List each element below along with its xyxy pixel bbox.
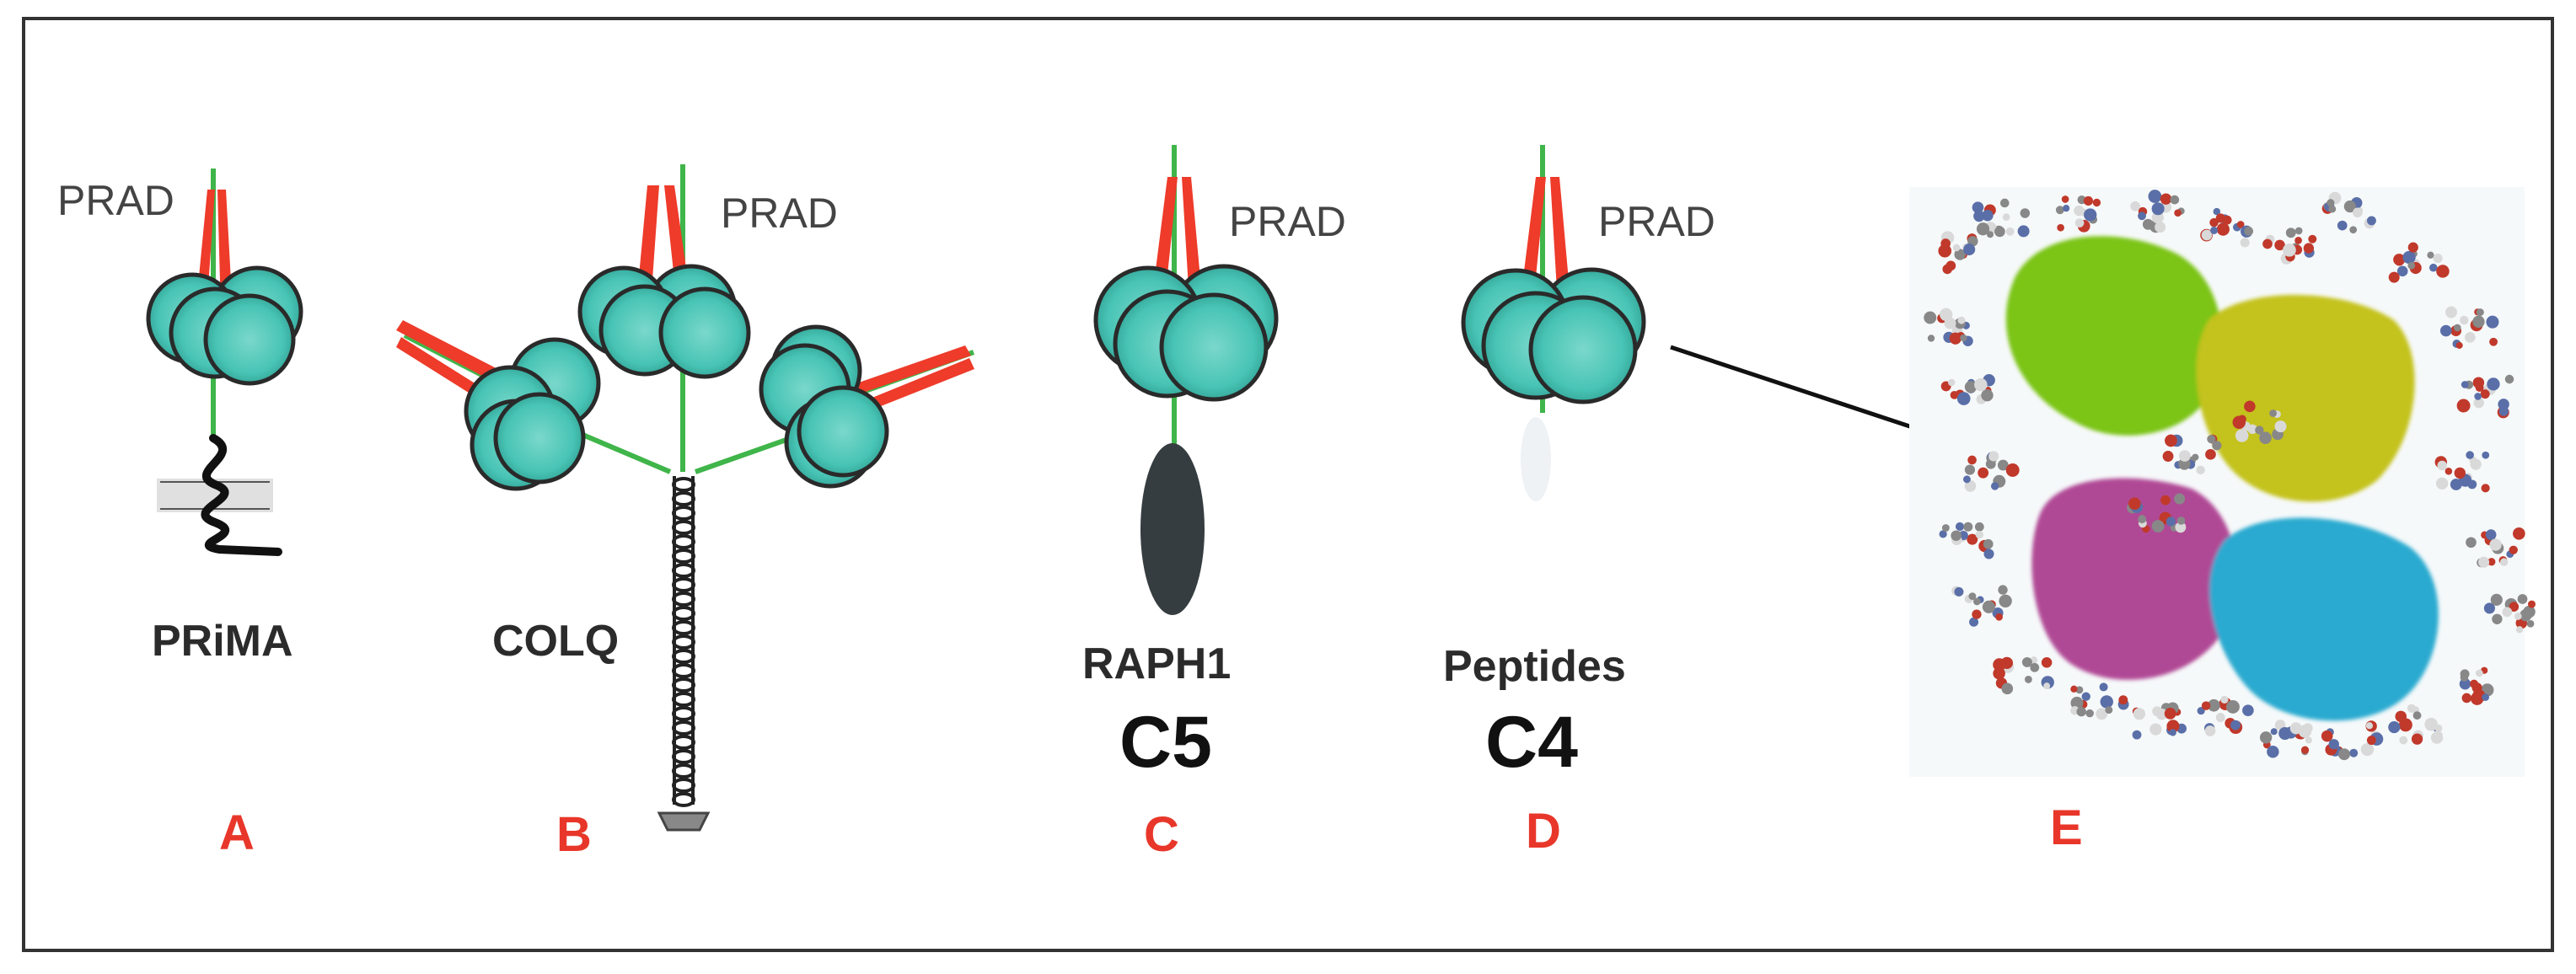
- colq-collagen-tail: [657, 476, 711, 832]
- c5-label: C5: [1119, 702, 1212, 783]
- panel-letter-c: C: [1144, 807, 1179, 862]
- colq-label: COLQ: [492, 617, 620, 666]
- prad-label-c: PRAD: [1229, 198, 1346, 245]
- panel-b-colq-complex: [396, 164, 975, 832]
- panel-letter-b: B: [556, 807, 592, 862]
- peptide-ghost: [1521, 417, 1551, 501]
- prad-label-b: PRAD: [721, 190, 838, 237]
- peptides-label: Peptides: [1443, 642, 1626, 691]
- prad-label-d: PRAD: [1598, 198, 1715, 245]
- panel-letter-a: A: [219, 805, 255, 860]
- figure-frame: [22, 17, 2554, 952]
- panel-letter-d: D: [1526, 804, 1561, 859]
- glycan-chains: [1924, 190, 2536, 761]
- panel-d-tetramer: [1461, 145, 1646, 501]
- panel-letter-e: E: [2050, 800, 2083, 855]
- panel-a-tetramer: [146, 169, 303, 438]
- prad-label-a: PRAD: [57, 177, 174, 224]
- prima-label: PRiMA: [152, 617, 293, 666]
- raph1-label: RAPH1: [1082, 640, 1232, 688]
- prima-membrane-anchor: [157, 434, 282, 556]
- panel-e-structure: [1909, 187, 2536, 777]
- raph1-domain: [1140, 443, 1205, 615]
- c4-label: C4: [1485, 702, 1578, 783]
- panel-c-tetramer: [1093, 145, 1279, 615]
